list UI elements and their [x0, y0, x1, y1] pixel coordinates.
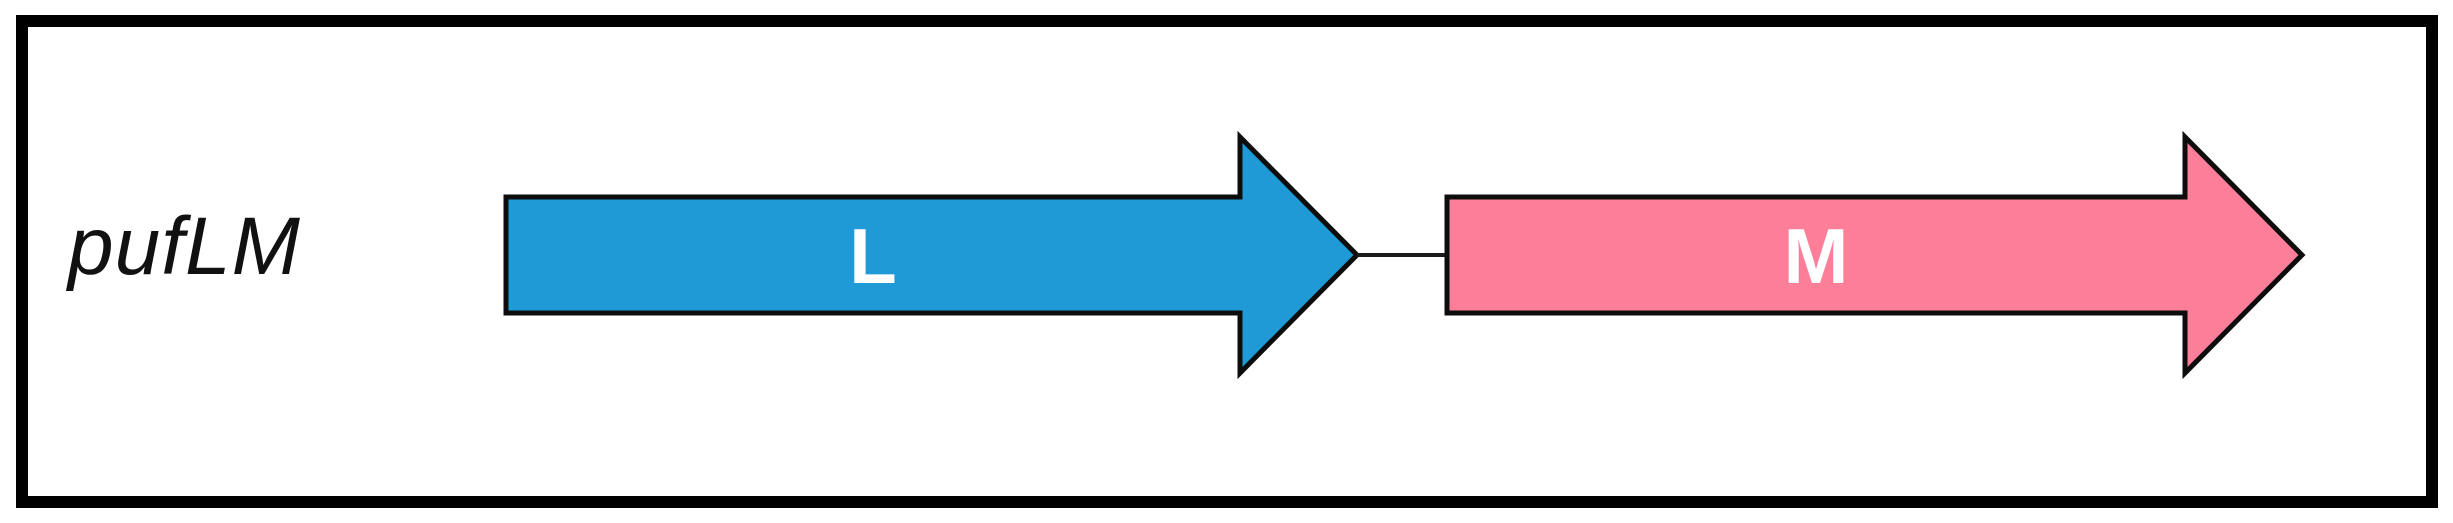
gene-arrow-M	[1444, 130, 2306, 380]
gene-name-L: L	[849, 212, 897, 300]
operon-label: pufLM	[68, 201, 301, 292]
gene-arrow-L	[503, 130, 1361, 380]
diagram-frame	[16, 15, 2438, 508]
gene-name-M: M	[1784, 212, 1849, 300]
